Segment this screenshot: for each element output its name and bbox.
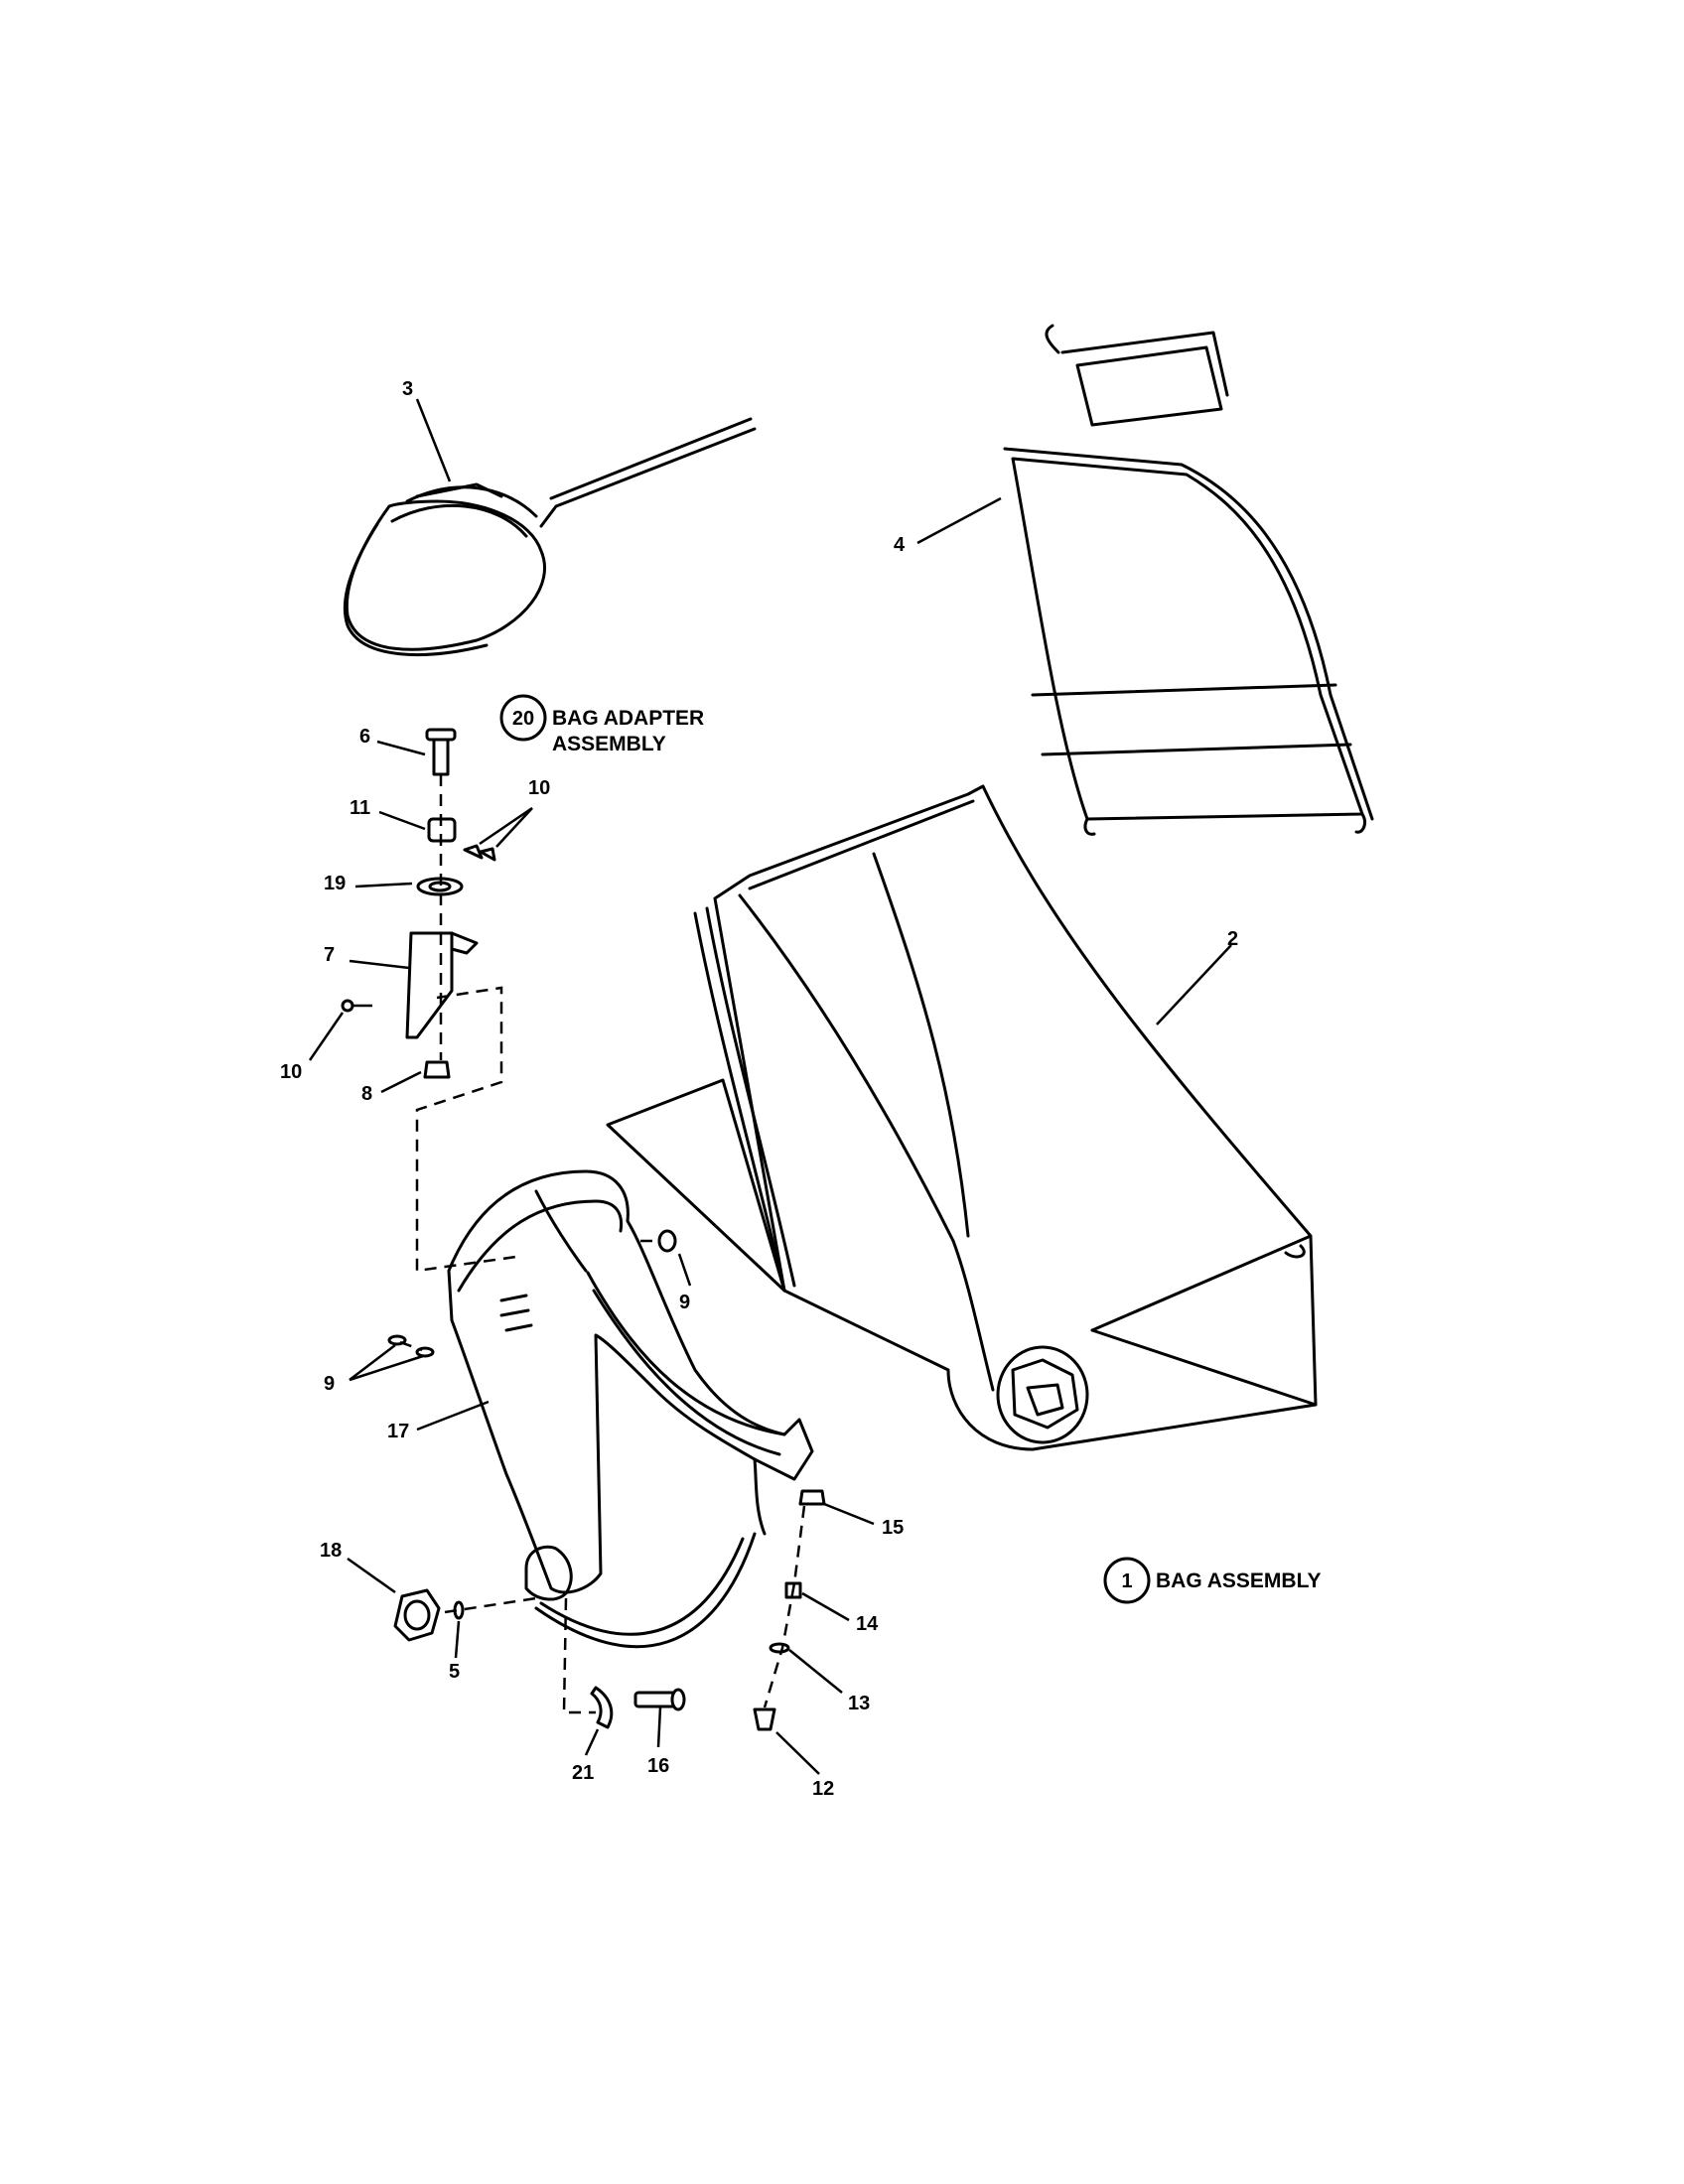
callout-1: 1 [1121, 1570, 1132, 1592]
bag-assembly-label: 1 BAG ASSEMBLY [1103, 1557, 1321, 1604]
callout-13: 13 [848, 1693, 870, 1714]
callout-16: 16 [647, 1755, 669, 1777]
callout-10-left: 10 [280, 1061, 302, 1083]
callout-7: 7 [324, 944, 335, 966]
part-4-bag-frame [1003, 324, 1374, 836]
callout-11: 11 [350, 797, 370, 819]
callout-21: 21 [572, 1762, 594, 1784]
bag-adapter-label-line1: BAG ADAPTER [552, 707, 704, 730]
bag-adapter-assembly-label: 20 BAG ADAPTER ASSEMBLY [499, 694, 704, 755]
part-2-bag [606, 784, 1318, 1451]
callout-17: 17 [387, 1421, 409, 1442]
callout-9-left: 9 [324, 1373, 335, 1395]
assembly-dash-lines [399, 774, 806, 1714]
callout-6: 6 [359, 726, 370, 748]
callout-numbers: 3 4 2 6 11 10 19 7 10 8 9 9 17 18 5 15 1… [280, 378, 1238, 1800]
callout-8: 8 [361, 1083, 372, 1105]
callout-15: 15 [882, 1517, 904, 1539]
callout-19: 19 [324, 873, 346, 894]
callout-18: 18 [320, 1540, 342, 1562]
callout-10-top: 10 [528, 777, 550, 799]
part-17-chute [447, 1169, 814, 1649]
callout-9-right: 9 [679, 1292, 690, 1313]
callout-2: 2 [1227, 928, 1238, 950]
callout-14: 14 [856, 1613, 879, 1635]
callout-20: 20 [512, 708, 534, 730]
small-hardware [341, 728, 826, 1731]
bag-adapter-label-line2: ASSEMBLY [552, 733, 666, 755]
callout-5: 5 [449, 1661, 460, 1683]
callout-4: 4 [894, 534, 906, 556]
bag-assembly-text: BAG ASSEMBLY [1156, 1570, 1321, 1592]
part-3-wire-hoop [343, 417, 757, 657]
leader-lines [308, 398, 1232, 1775]
callout-12: 12 [812, 1778, 834, 1800]
callout-3: 3 [402, 378, 413, 400]
